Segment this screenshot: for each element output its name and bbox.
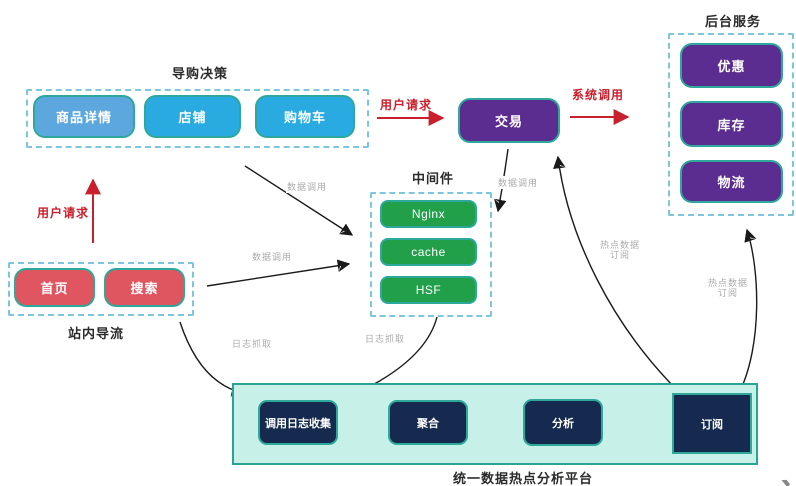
middleware-group-container [370, 192, 492, 317]
label-hotspot-subscribe-1-line2: 订阅 [609, 250, 630, 260]
label-data-call-3: 数据调用 [497, 176, 540, 189]
arrow-site-to-middleware [206, 259, 351, 287]
label-log-capture-2: 日志抓取 [364, 332, 407, 345]
label-system-call: 系统调用 [572, 88, 625, 102]
node-cart: 购物车 [255, 95, 355, 138]
node-aggregate: 聚合 [388, 400, 468, 445]
label-data-call-1: 数据调用 [286, 180, 329, 193]
node-discount: 优惠 [680, 43, 783, 88]
node-trade: 交易 [458, 98, 560, 143]
label-user-request-top: 用户请求 [380, 98, 433, 112]
platform-title: 统一数据热点分析平台 [453, 471, 594, 486]
node-cache: cache [380, 238, 477, 266]
guide-group-container [26, 89, 369, 148]
label-hotspot-subscribe-2-line2: 订阅 [717, 288, 738, 298]
label-user-request-left: 用户请求 [37, 206, 90, 220]
node-home: 首页 [14, 268, 95, 307]
label-hotspot-subscribe-1: 热点数据 订阅 [595, 240, 645, 260]
node-subscribe: 订阅 [672, 393, 752, 454]
label-hotspot-subscribe-2: 热点数据 订阅 [703, 278, 753, 298]
middleware-group-title: 中间件 [412, 171, 455, 186]
node-inventory: 库存 [680, 101, 783, 147]
backend-group-container [668, 33, 794, 216]
arrow-guide-to-middleware [244, 165, 354, 236]
node-product-detail: 商品详情 [33, 95, 135, 138]
arrow-subscribe-to-trade [553, 155, 679, 392]
backend-group-title: 后台服务 [705, 14, 762, 29]
node-logistics: 物流 [680, 160, 783, 203]
label-data-call-2: 数据调用 [251, 250, 294, 263]
node-shop: 店铺 [144, 95, 241, 138]
node-analyze: 分析 [523, 399, 603, 446]
label-hotspot-subscribe-2-line1: 热点数据 [707, 278, 748, 288]
guide-group-title: 导购决策 [172, 66, 229, 81]
label-log-capture-1: 日志抓取 [231, 337, 274, 350]
node-search: 搜索 [104, 268, 185, 307]
node-nginx: Nginx [380, 200, 477, 228]
node-log-collect: 调用日志收集 [258, 400, 338, 445]
site-group-container [8, 262, 194, 316]
label-hotspot-subscribe-1-line1: 热点数据 [599, 240, 640, 250]
arrow-subscribe-to-backend [739, 228, 758, 392]
site-group-title: 站内导流 [68, 326, 125, 341]
node-hsf: HSF [380, 276, 477, 304]
